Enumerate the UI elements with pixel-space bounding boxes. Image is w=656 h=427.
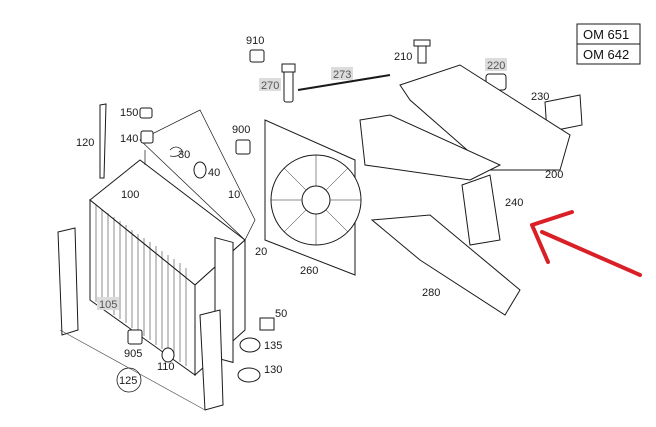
cap-130-icon: [237, 367, 261, 383]
callout-240: 240: [505, 197, 523, 209]
callout-200: 200: [545, 169, 563, 181]
radiator-assembly: [57, 103, 256, 411]
callout-910: 910: [246, 35, 264, 47]
callout-110: 110: [157, 361, 175, 373]
callout-140: 140: [120, 133, 138, 145]
callout-20: 20: [255, 246, 267, 258]
part-110-icon: [161, 347, 175, 363]
callout-105: 105: [99, 299, 117, 311]
callout-280: 280: [422, 287, 440, 299]
air-guide-240: [461, 174, 501, 246]
callout-130: 130: [264, 364, 282, 376]
callout-150: 150: [120, 107, 138, 119]
callout-50: 50: [275, 308, 287, 320]
callout-270: 270: [261, 80, 279, 92]
callout-210: 210: [394, 51, 412, 63]
callout-260: 260: [300, 265, 318, 277]
engine-code-box: OM 651 OM 642: [576, 23, 641, 65]
part-140-icon: [140, 130, 154, 144]
callout-220: 220: [487, 60, 505, 72]
callout-905: 905: [124, 348, 142, 360]
part-905-icon: [127, 329, 143, 345]
cap-135-icon: [239, 337, 261, 353]
callout-273: 273: [333, 69, 351, 81]
clip-30-icon: [169, 146, 183, 157]
callout-120: 120: [76, 137, 94, 149]
cable-273-icon: [297, 74, 391, 91]
callout-135: 135: [264, 340, 282, 352]
callout-125-circle: [116, 367, 142, 393]
callout-105-highlight: [97, 297, 119, 310]
lower-air-guide-280: [370, 214, 521, 316]
red-arrow-icon: [530, 210, 642, 277]
callout-900: 900: [232, 124, 250, 136]
part-50-icon: [259, 317, 275, 331]
callout-273-highlight: [331, 67, 353, 80]
upper-cross-member: [359, 64, 571, 181]
callout-labels: 910 270 273 210 220 230 150 140 120 30 4…: [76, 35, 563, 393]
part-150-icon: [139, 107, 153, 119]
engine-code-2: OM 642: [583, 47, 629, 62]
callout-230: 230: [531, 91, 549, 103]
fan-shroud: [264, 119, 362, 276]
part-910-icon: [249, 49, 265, 63]
ring-40-icon: [193, 161, 207, 179]
callout-30: 30: [178, 149, 190, 161]
engine-code-1: OM 651: [583, 27, 629, 42]
callout-125: 125: [119, 375, 137, 387]
callout-270-highlight: [259, 78, 281, 91]
callout-100: 100: [121, 189, 139, 201]
sensor-270-icon: [281, 63, 296, 103]
bolt-210-icon: [413, 39, 431, 64]
callout-10: 10: [228, 189, 240, 201]
part-900-icon: [235, 139, 251, 155]
callout-220-highlight: [485, 58, 507, 71]
callout-40: 40: [208, 167, 220, 179]
